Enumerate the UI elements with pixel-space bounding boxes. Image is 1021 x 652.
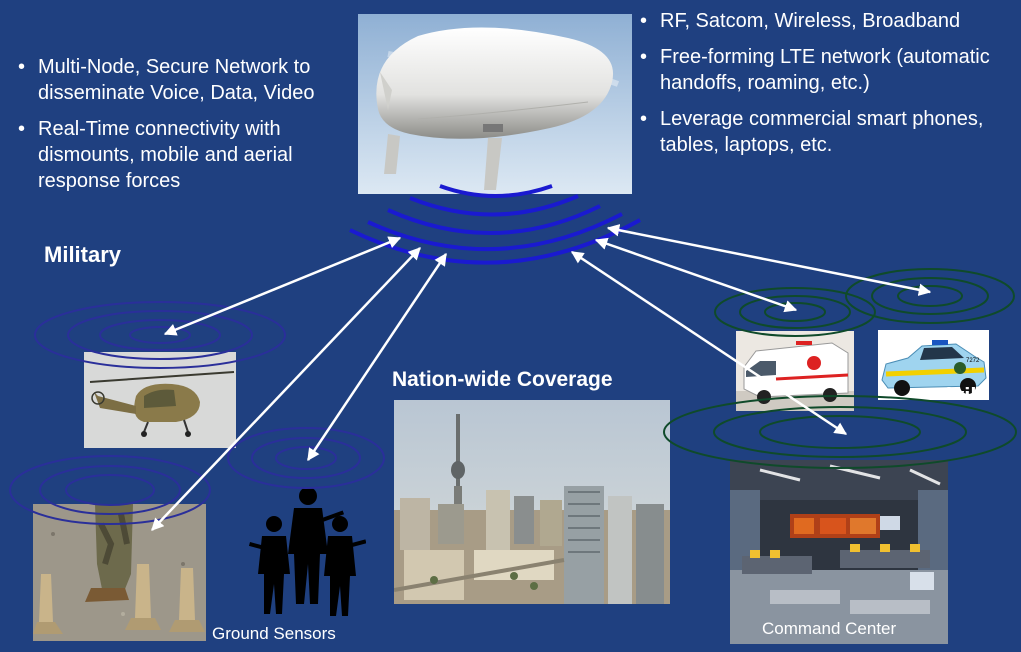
command-center-photo [730, 460, 948, 644]
city-skyline-photo [394, 400, 670, 604]
bullet-real-time: Real-Time connectivity with dismounts, m… [18, 116, 363, 194]
command-center-signal-rings [663, 395, 1017, 469]
ambulance-signal-rings [714, 287, 876, 337]
arrow-helicopter [163, 236, 402, 336]
arrow-command-center [570, 250, 848, 436]
military-label: Military [44, 242, 122, 267]
civil-label: Civil [930, 383, 977, 398]
soldier-signal-rings [227, 427, 385, 489]
bullet-commercial-devices: Leverage commercial smart phones, tables… [640, 106, 1015, 158]
soldiers-silhouette [248, 484, 366, 620]
helicopter-signal-rings [34, 301, 286, 369]
police-signal-rings [845, 268, 1015, 324]
aerostat-signal-rings [349, 184, 641, 265]
arrow-soldiers [306, 252, 448, 462]
connection-arrows [151, 224, 932, 531]
arrow-ambulance [594, 237, 798, 313]
right-bullet-list: RF, Satcom, Wireless, Broadband Free-for… [640, 8, 1015, 168]
ground-sensor-signal-rings [9, 455, 211, 525]
command-center-caption: Command Center [762, 619, 897, 638]
police-car-photo: 7272 [878, 330, 989, 400]
police-number: 7272 [966, 358, 980, 364]
left-bullet-list: Multi-Node, Secure Network to disseminat… [18, 54, 363, 204]
aerostat-photo [358, 14, 632, 194]
ground-sensors-caption: Ground Sensors [212, 624, 336, 643]
bullet-rf-satcom: RF, Satcom, Wireless, Broadband [640, 8, 1015, 34]
bullet-multi-node: Multi-Node, Secure Network to disseminat… [18, 54, 363, 106]
bullet-lte-network: Free-forming LTE network (automatic hand… [640, 44, 1015, 96]
nationwide-coverage-label: Nation-wide Coverage [392, 368, 613, 391]
